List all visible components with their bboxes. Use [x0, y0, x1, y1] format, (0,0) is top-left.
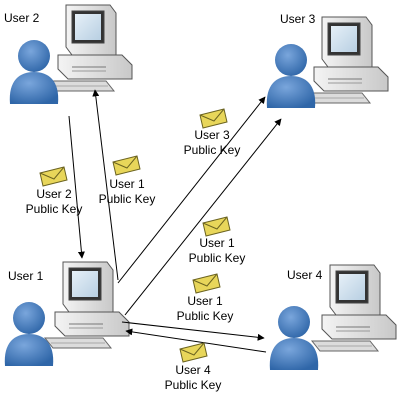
- key-label-text: Public Key: [98, 192, 156, 206]
- person-icon-user2: [9, 40, 59, 104]
- key-label-owner: User 2: [36, 187, 72, 201]
- person-icon-user1: [4, 302, 54, 366]
- arrow-user4-to-user1: [125, 328, 267, 353]
- key-label-k2: User 1 Public Key: [95, 177, 159, 207]
- key-label-owner: User 1: [187, 294, 223, 308]
- envelope-icon-k3: [199, 108, 228, 129]
- user-label-user3: User 3: [280, 12, 316, 26]
- key-label-k4: User 1 Public Key: [185, 236, 249, 266]
- key-label-text: Public Key: [188, 251, 246, 265]
- arrow-user1-to-user2: [92, 89, 119, 281]
- key-label-owner: User 4: [175, 363, 211, 377]
- key-label-k3: User 3 Public Key: [180, 128, 244, 158]
- envelope-icon-k2: [112, 155, 141, 176]
- key-label-k5: User 1 Public Key: [173, 294, 237, 324]
- key-label-k1: User 2 Public Key: [22, 187, 86, 217]
- user-label-user1: User 1: [8, 269, 44, 283]
- arrow-user1-to-user3: [124, 118, 282, 316]
- envelope-icon-k5: [192, 273, 221, 294]
- envelope-icon-k1: [39, 166, 68, 187]
- key-label-k6: User 4 Public Key: [161, 363, 225, 393]
- computer-icon-user1: [44, 261, 130, 349]
- person-icon-user4: [269, 306, 319, 370]
- arrow-user1-to-user4: [121, 321, 265, 341]
- key-label-owner: User 1: [109, 177, 145, 191]
- arrow-user3-to-user1: [117, 96, 266, 284]
- computer-icon-user3: [303, 16, 389, 104]
- user-label-user4: User 4: [287, 268, 323, 282]
- key-label-text: Public Key: [176, 309, 234, 323]
- key-label-text: Public Key: [164, 378, 222, 392]
- key-label-owner: User 1: [199, 236, 235, 250]
- key-label-owner: User 3: [194, 128, 230, 142]
- user-label-user2: User 2: [4, 11, 40, 25]
- person-icon-user3: [266, 44, 316, 108]
- arrow-user2-to-user1: [68, 115, 85, 259]
- computer-icon-user4: [311, 264, 397, 352]
- key-label-text: Public Key: [183, 143, 241, 157]
- envelope-icon-k4: [202, 216, 231, 237]
- computer-icon-user2: [47, 4, 133, 92]
- key-label-text: Public Key: [25, 202, 83, 216]
- envelope-icon-k6: [179, 342, 208, 363]
